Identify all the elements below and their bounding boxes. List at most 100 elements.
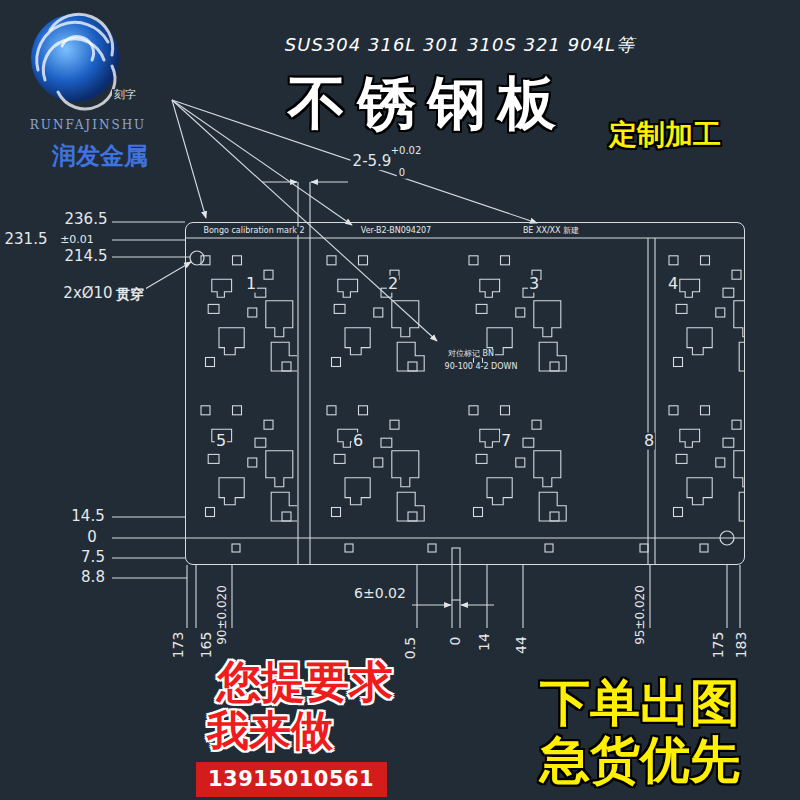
dimension-line	[112, 239, 185, 240]
main-title: 不锈钢板	[288, 73, 568, 134]
notch-cutout	[219, 478, 244, 505]
plate-marking: 7	[500, 433, 512, 450]
square-cutout	[674, 508, 683, 517]
dimension-line	[739, 565, 740, 628]
square-cutout	[374, 308, 383, 317]
square-cutout	[676, 304, 687, 313]
dimension-line	[654, 238, 655, 565]
notch-cutout	[480, 279, 500, 297]
square-cutout	[208, 304, 219, 313]
square-cutout	[723, 288, 734, 297]
square-cutout	[233, 406, 242, 415]
dimension-line	[726, 565, 727, 628]
plate-cell	[201, 406, 298, 521]
dimension: 14.5	[69, 509, 106, 525]
slot-cutout	[545, 544, 553, 552]
square-cutout	[201, 256, 210, 265]
notch-cutout	[534, 301, 561, 337]
square-cutout	[701, 256, 710, 265]
plate-cell	[327, 406, 424, 521]
dimension-line	[297, 182, 298, 565]
notch-cutout	[680, 279, 700, 297]
dimension-line	[451, 600, 452, 628]
dimension-line	[311, 181, 348, 182]
dimension: 7.5	[79, 550, 107, 566]
square-cutout	[264, 270, 273, 279]
notch-cutout	[739, 342, 766, 371]
square-cutout	[723, 438, 734, 447]
plate-marking: 2	[387, 276, 399, 293]
notch-cutout	[534, 451, 561, 487]
square-cutout	[469, 256, 478, 265]
tolerance: ±0.01	[58, 234, 96, 246]
plate-cell	[669, 256, 766, 371]
tolerance: 0	[397, 168, 407, 179]
logo-emblem	[31, 14, 119, 109]
square-cutout	[516, 458, 525, 467]
dimension-line	[112, 557, 185, 558]
phone-band: 13915010561	[196, 762, 387, 797]
square-cutout	[716, 458, 725, 467]
square-cutout	[282, 362, 291, 371]
notch-cutout	[392, 301, 419, 337]
tolerance: +0.02	[389, 146, 424, 157]
dimension: 2-5.9	[351, 154, 394, 170]
dimension-line	[262, 181, 297, 182]
notch-cutout	[345, 478, 370, 505]
dimension-line	[649, 565, 650, 628]
dimension: 175	[711, 630, 726, 661]
plate-cell	[469, 406, 566, 521]
plate-marking: 90-100 4-2 DOWN	[444, 363, 519, 371]
plate-marking: 3	[528, 276, 540, 293]
dimension: 95±0.020	[634, 583, 647, 647]
notch-cutout	[397, 342, 424, 371]
square-cutout	[282, 512, 291, 521]
square-cutout	[390, 420, 399, 429]
slot-cutout	[345, 544, 353, 552]
notch-cutout	[687, 478, 712, 505]
dimension: 0	[448, 635, 463, 648]
dimension: 8.8	[79, 570, 107, 586]
dimension: 236.5	[63, 212, 110, 228]
logo-swirl	[37, 22, 108, 70]
dimension-line	[172, 100, 437, 341]
square-cutout	[248, 308, 257, 317]
notch-cutout	[338, 279, 358, 297]
logo-swirl	[62, 36, 94, 60]
dimension: 6±0.02	[352, 586, 408, 601]
square-cutout	[327, 256, 336, 265]
through-hole	[190, 251, 204, 265]
dimension: 0	[85, 530, 99, 546]
plate-marking: BE XX/XX 新建	[522, 227, 580, 235]
plate-marking: 6	[352, 433, 364, 450]
notch-cutout	[739, 492, 766, 521]
engrave-note: 刻字	[112, 89, 138, 101]
notch-cutout	[345, 328, 370, 355]
plate-cell	[669, 406, 766, 521]
notch-cutout	[219, 328, 244, 355]
dimension-line	[522, 565, 523, 628]
square-cutout	[750, 362, 759, 371]
plate-cell	[327, 256, 424, 371]
dimension: 44	[514, 634, 529, 656]
service-tag: 定制加工	[609, 120, 721, 149]
square-cutout	[523, 438, 534, 447]
square-cutout	[476, 304, 487, 313]
square-cutout	[381, 438, 392, 447]
square-cutout	[374, 458, 383, 467]
dimension-line	[309, 182, 310, 565]
square-cutout	[474, 508, 483, 517]
square-cutout	[674, 358, 683, 367]
dimension-line	[186, 237, 744, 238]
material-grades: SUS304 316L 301 310S 321 904L等	[285, 36, 635, 55]
dimension-line	[112, 537, 744, 538]
dimension-line	[186, 565, 187, 628]
dimension: 173	[171, 630, 186, 661]
dimension-line	[195, 565, 196, 628]
notch-cutout	[266, 451, 293, 487]
dimension-line	[112, 256, 190, 257]
square-cutout	[732, 270, 741, 279]
logo-swirl	[43, 39, 104, 80]
notch-cutout	[539, 492, 566, 521]
notch-cutout	[271, 342, 298, 371]
